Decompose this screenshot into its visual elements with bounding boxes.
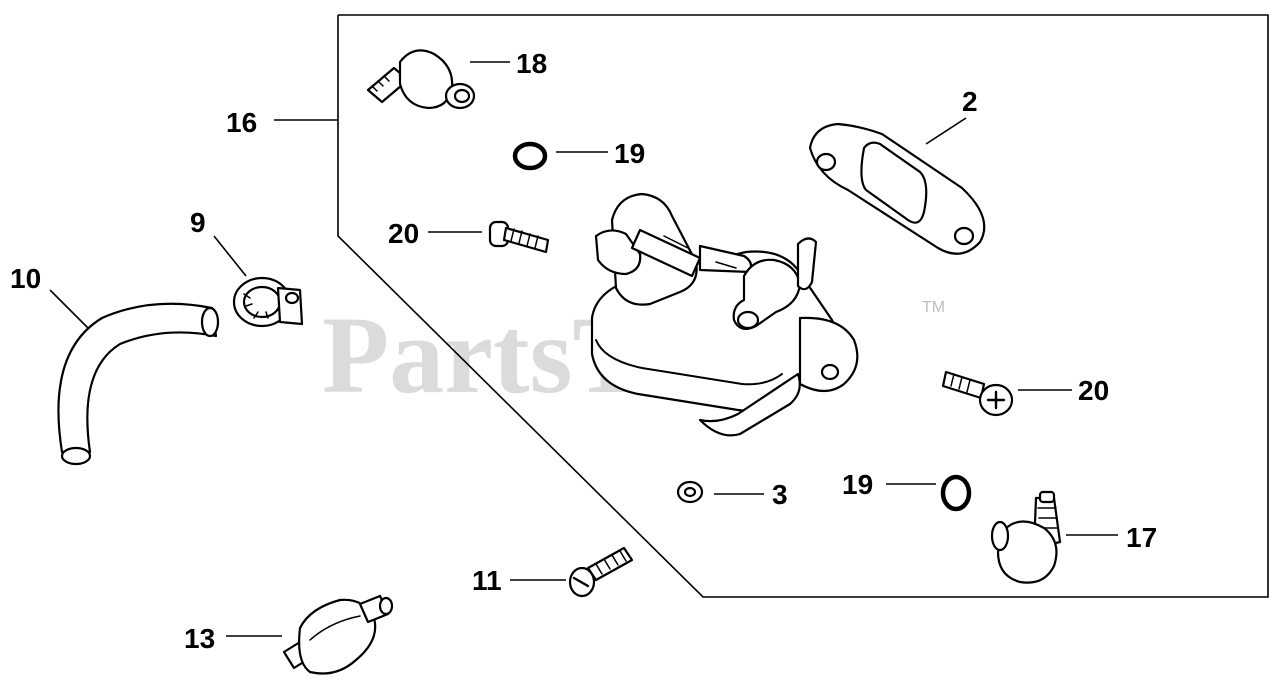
callout-19-lower: 19 xyxy=(842,469,873,500)
part-19-o-ring-lower[interactable] xyxy=(940,474,972,512)
part-2-gasket[interactable] xyxy=(808,122,986,255)
callout-3: 3 xyxy=(772,479,788,510)
watermark-trademark: TM xyxy=(922,299,945,316)
callout-11: 11 xyxy=(472,565,502,596)
callout-18: 18 xyxy=(516,48,547,79)
callout-20-left: 20 xyxy=(388,218,419,249)
callout-20-right: 20 xyxy=(1078,375,1109,406)
fuel-pump-body[interactable] xyxy=(590,192,859,437)
part-11-screw[interactable] xyxy=(568,546,634,598)
part-19-o-ring-upper[interactable] xyxy=(512,141,548,171)
part-13-fuel-filter[interactable] xyxy=(282,594,394,675)
callout-16: 16 xyxy=(226,107,257,138)
callout-9: 9 xyxy=(190,207,206,238)
callout-labels: 18 2 16 19 9 20 10 20 19 3 17 11 13 xyxy=(10,48,1157,654)
callout-13: 13 xyxy=(184,623,215,654)
callout-17: 17 xyxy=(1126,522,1157,553)
callout-2: 2 xyxy=(962,86,978,117)
assembly-16-boundary xyxy=(337,14,1269,598)
leader-9 xyxy=(213,235,247,277)
part-3-washer[interactable] xyxy=(676,480,704,504)
part-9-hose-clamp[interactable] xyxy=(232,276,304,328)
part-20-screw-left[interactable] xyxy=(488,220,550,254)
part-18-elbow-fitting[interactable] xyxy=(366,49,476,110)
callout-19-upper: 19 xyxy=(614,138,645,169)
part-20-screw-right[interactable] xyxy=(941,370,1014,417)
part-10-fuel-hose[interactable] xyxy=(57,302,220,466)
leader-2 xyxy=(925,117,967,145)
part-17-elbow-fitting[interactable] xyxy=(990,490,1062,584)
leader-10 xyxy=(49,289,89,329)
callout-10: 10 xyxy=(10,263,41,294)
